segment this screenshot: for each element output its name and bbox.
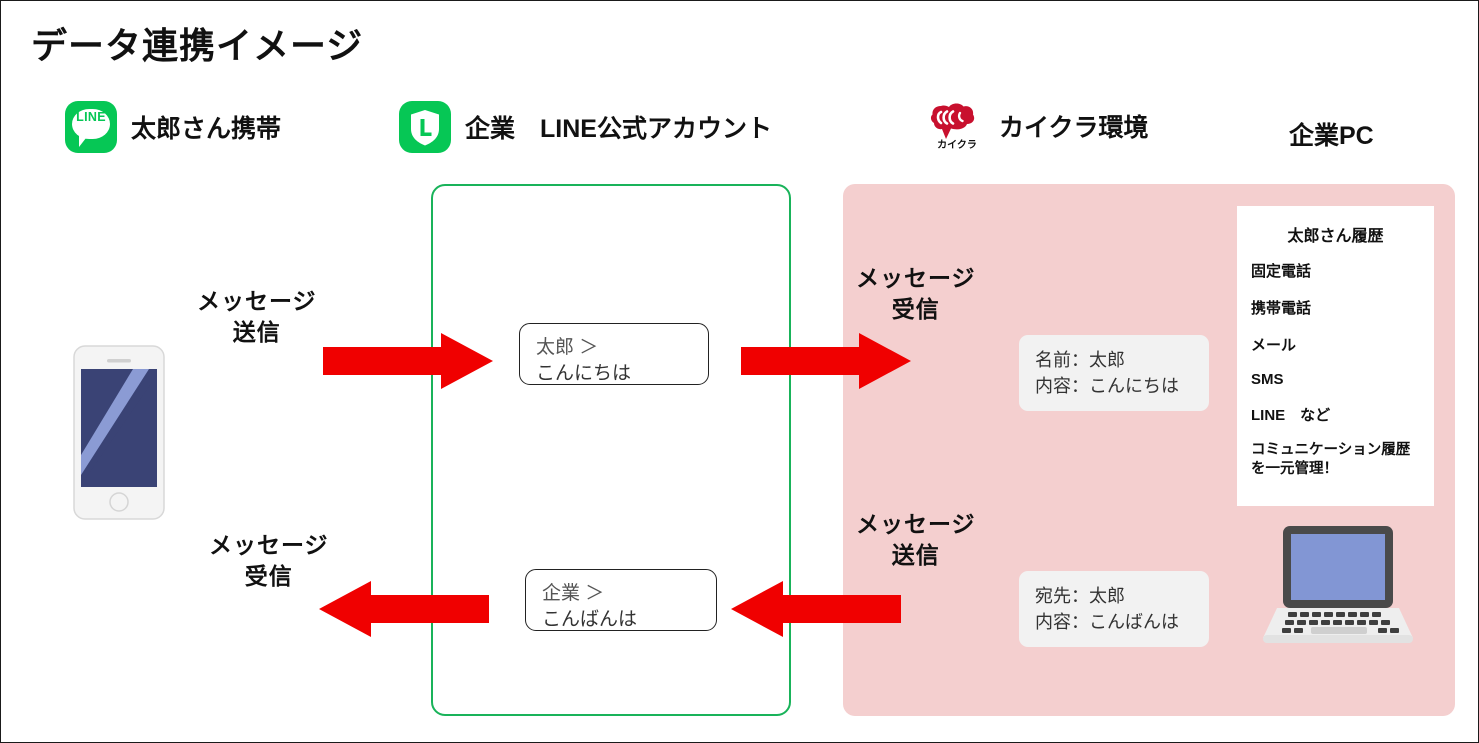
- chat-bubble-outgoing-sender: 企業 ＞: [542, 583, 605, 604]
- page-title: データ連携イメージ: [31, 25, 364, 66]
- line-bubble-tail: [79, 133, 92, 147]
- line-official-account-icon: [399, 101, 451, 153]
- column-header-phone: LINE 太郎さん携帯: [65, 101, 281, 153]
- column-header-official-account-label: 企業 LINE公式アカウント: [465, 115, 772, 143]
- laptop-illustration: [1263, 522, 1413, 650]
- history-item-mail: メール: [1251, 337, 1297, 354]
- flow-label-send-from-kaikura-line2: 送信: [891, 542, 940, 569]
- data-box-incoming-name: 名前：太郎: [1035, 350, 1125, 370]
- arrow-kaikura-to-official-account: [731, 579, 901, 644]
- history-card-footer: コミュニケーション履歴 を一元管理！: [1251, 441, 1420, 479]
- history-card-title: 太郎さん履歴: [1287, 228, 1384, 245]
- line-icon-label: LINE: [76, 110, 106, 124]
- line-app-icon: LINE: [65, 101, 117, 153]
- arrow-phone-to-official-account: [323, 331, 493, 396]
- column-header-kaikura: カイクラ カイクラ環境: [929, 101, 1149, 151]
- flow-label-send-from-kaikura: メッセージ 送信: [856, 509, 976, 571]
- flow-label-receive-at-phone-line2: 受信: [244, 563, 293, 590]
- data-box-incoming-message: 名前：太郎 内容：こんにちは: [1019, 335, 1209, 412]
- data-box-outgoing-recipient: 宛先：太郎: [1035, 586, 1125, 606]
- flow-label-receive-at-kaikura-line2: 受信: [891, 296, 940, 323]
- data-box-outgoing-content: 内容：こんばんは: [1035, 612, 1179, 633]
- history-card-footer-line2: を一元管理！: [1251, 460, 1338, 477]
- column-header-pc: 企業PC: [1289, 116, 1374, 152]
- smartphone-illustration: [73, 345, 165, 520]
- svg-text:カイクラ: カイクラ: [937, 139, 977, 151]
- flow-label-send-from-kaikura-line1: メッセージ: [856, 511, 976, 537]
- flow-label-receive-at-kaikura-line1: メッセージ: [856, 265, 976, 291]
- arrow-official-account-to-kaikura: [741, 331, 911, 396]
- flow-label-receive-at-kaikura: メッセージ 受信: [856, 263, 976, 325]
- data-box-outgoing-message: 宛先：太郎 内容：こんばんは: [1019, 571, 1209, 648]
- column-header-phone-label: 太郎さん携帯: [131, 115, 282, 143]
- chat-bubble-incoming-sender: 太郎 ＞: [536, 337, 599, 358]
- flow-label-receive-at-phone-line1: メッセージ: [209, 532, 329, 558]
- flow-label-receive-at-phone: メッセージ 受信: [209, 530, 329, 592]
- column-header-pc-label: 企業PC: [1289, 122, 1374, 150]
- history-item-sms: SMS: [1251, 371, 1284, 388]
- flow-label-send-from-phone: メッセージ 送信: [197, 286, 317, 348]
- flow-label-send-from-phone-line2: 送信: [232, 319, 281, 346]
- column-header-official-account: 企業 LINE公式アカウント: [399, 101, 772, 153]
- history-card: 太郎さん履歴 固定電話 携帯電話 メール SMS LINE など コミュニケーシ…: [1237, 206, 1434, 506]
- chat-bubble-incoming: 太郎 ＞ こんにちは: [519, 323, 709, 385]
- column-header-kaikura-label: カイクラ環境: [999, 114, 1149, 142]
- history-item-mobile: 携帯電話: [1251, 300, 1312, 317]
- flow-label-send-from-phone-line1: メッセージ: [197, 288, 317, 314]
- history-card-footer-line1: コミュニケーション履歴: [1251, 442, 1411, 458]
- history-item-landline: 固定電話: [1251, 263, 1312, 280]
- chat-bubble-outgoing: 企業 ＞ こんばんは: [525, 569, 717, 631]
- history-item-line: LINE など: [1251, 407, 1331, 424]
- chat-bubble-outgoing-body: こんばんは: [542, 608, 638, 630]
- arrow-official-account-to-phone: [319, 579, 489, 644]
- kaikura-logo-icon: カイクラ: [929, 101, 985, 151]
- data-box-incoming-content: 内容：こんにちは: [1035, 376, 1179, 397]
- chat-bubble-incoming-body: こんにちは: [536, 362, 632, 384]
